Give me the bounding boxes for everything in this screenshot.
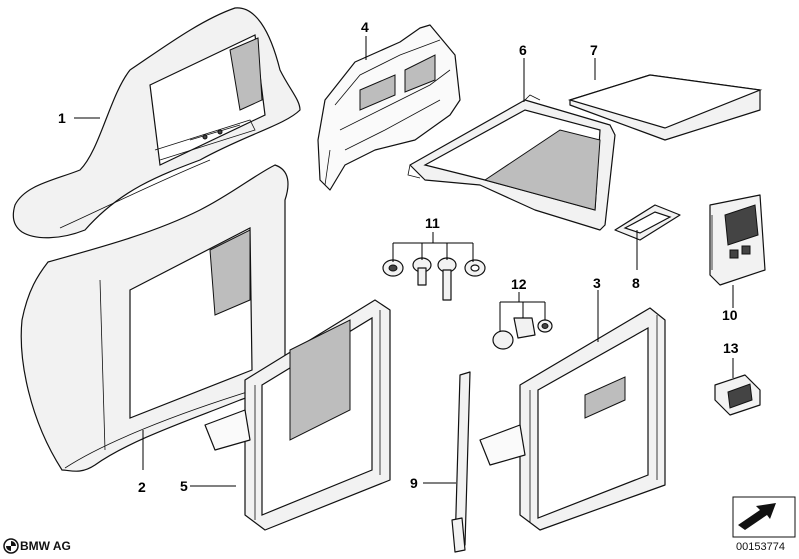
label-part-6: 6 [519,42,527,58]
part-labels: 1 2 3 4 5 6 7 8 9 10 11 12 13 [58,19,739,495]
bmw-logo-icon [3,538,19,554]
label-part-2: 2 [138,479,146,495]
part-1-upper-trim-panel [12,7,301,239]
brand-text: BMW AG [20,539,71,553]
label-part-9: 9 [410,475,418,491]
part-4-backrest-shell [317,24,461,191]
label-part-5: 5 [180,478,188,494]
part-9-strap [451,371,471,553]
part-2-lower-trim-panel [20,164,289,472]
diagram-reference-number: 00153774 [736,541,785,553]
label-part-7: 7 [590,42,598,58]
part-12-small-parts [492,317,553,350]
label-part-1: 1 [58,110,66,126]
label-part-8: 8 [632,275,640,291]
label-part-4: 4 [361,19,369,35]
part-5-backrest-frame [204,299,391,531]
label-part-10: 10 [722,307,738,323]
part-8-frame [614,204,681,241]
label-part-12: 12 [511,276,527,292]
orientation-arrow-icon [732,496,796,538]
part-11-fasteners [382,257,486,301]
label-part-11: 11 [425,215,440,231]
part-13-switch-button [714,374,761,416]
part-7-mat [567,74,763,141]
part-3-backrest-frame [479,307,666,531]
leader-lines [74,36,734,487]
label-part-13: 13 [723,340,739,356]
label-part-3: 3 [593,275,601,291]
part-6-tray [407,94,616,231]
part-10-seat-switch [709,194,766,286]
